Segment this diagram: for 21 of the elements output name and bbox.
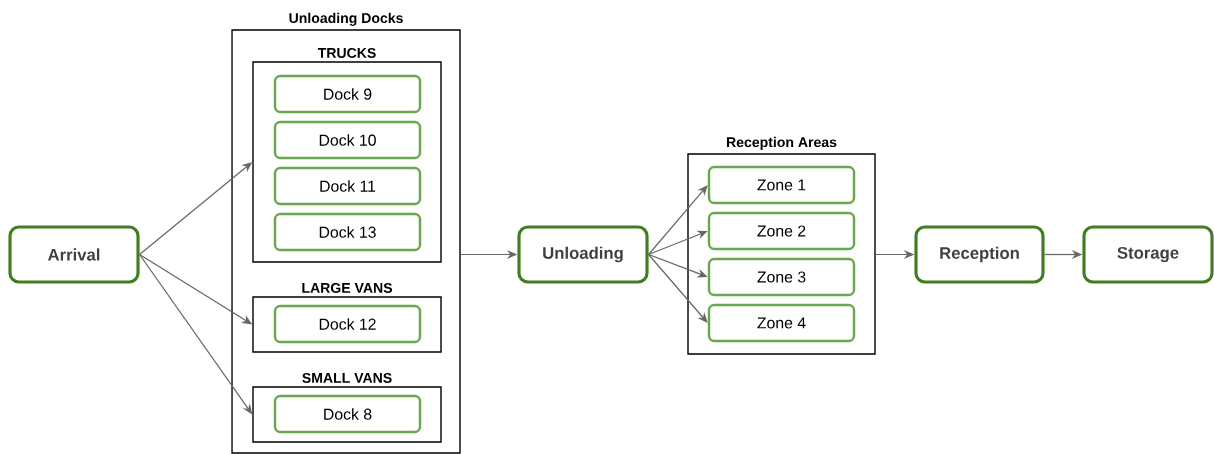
process-box: Zone 2 [707, 211, 856, 251]
node-label: Reception Areas [726, 136, 837, 150]
node-label: SMALL VANS [302, 372, 392, 383]
arrow [647, 253, 708, 323]
process-box: Dock 11 [273, 166, 422, 206]
process-box: Dock 10 [273, 120, 422, 160]
node-label: LARGE VANS [302, 282, 393, 293]
process-box: Unloading [517, 225, 649, 284]
process-box: Dock 9 [273, 74, 422, 114]
arrow [647, 185, 708, 256]
process-box: Dock 8 [273, 394, 422, 434]
process-box: Reception [914, 225, 1045, 284]
node-label: TRUCKS [317, 47, 376, 58]
process-box: Zone 4 [707, 303, 856, 343]
process-box: Zone 1 [707, 165, 856, 205]
node-label: Unloading Docks [289, 12, 403, 26]
process-box: Dock 13 [273, 212, 422, 252]
process-box: Zone 3 [707, 257, 856, 297]
process-box: Storage [1082, 225, 1214, 284]
process-box: Dock 12 [273, 304, 422, 344]
process-box: Arrival [8, 225, 140, 284]
